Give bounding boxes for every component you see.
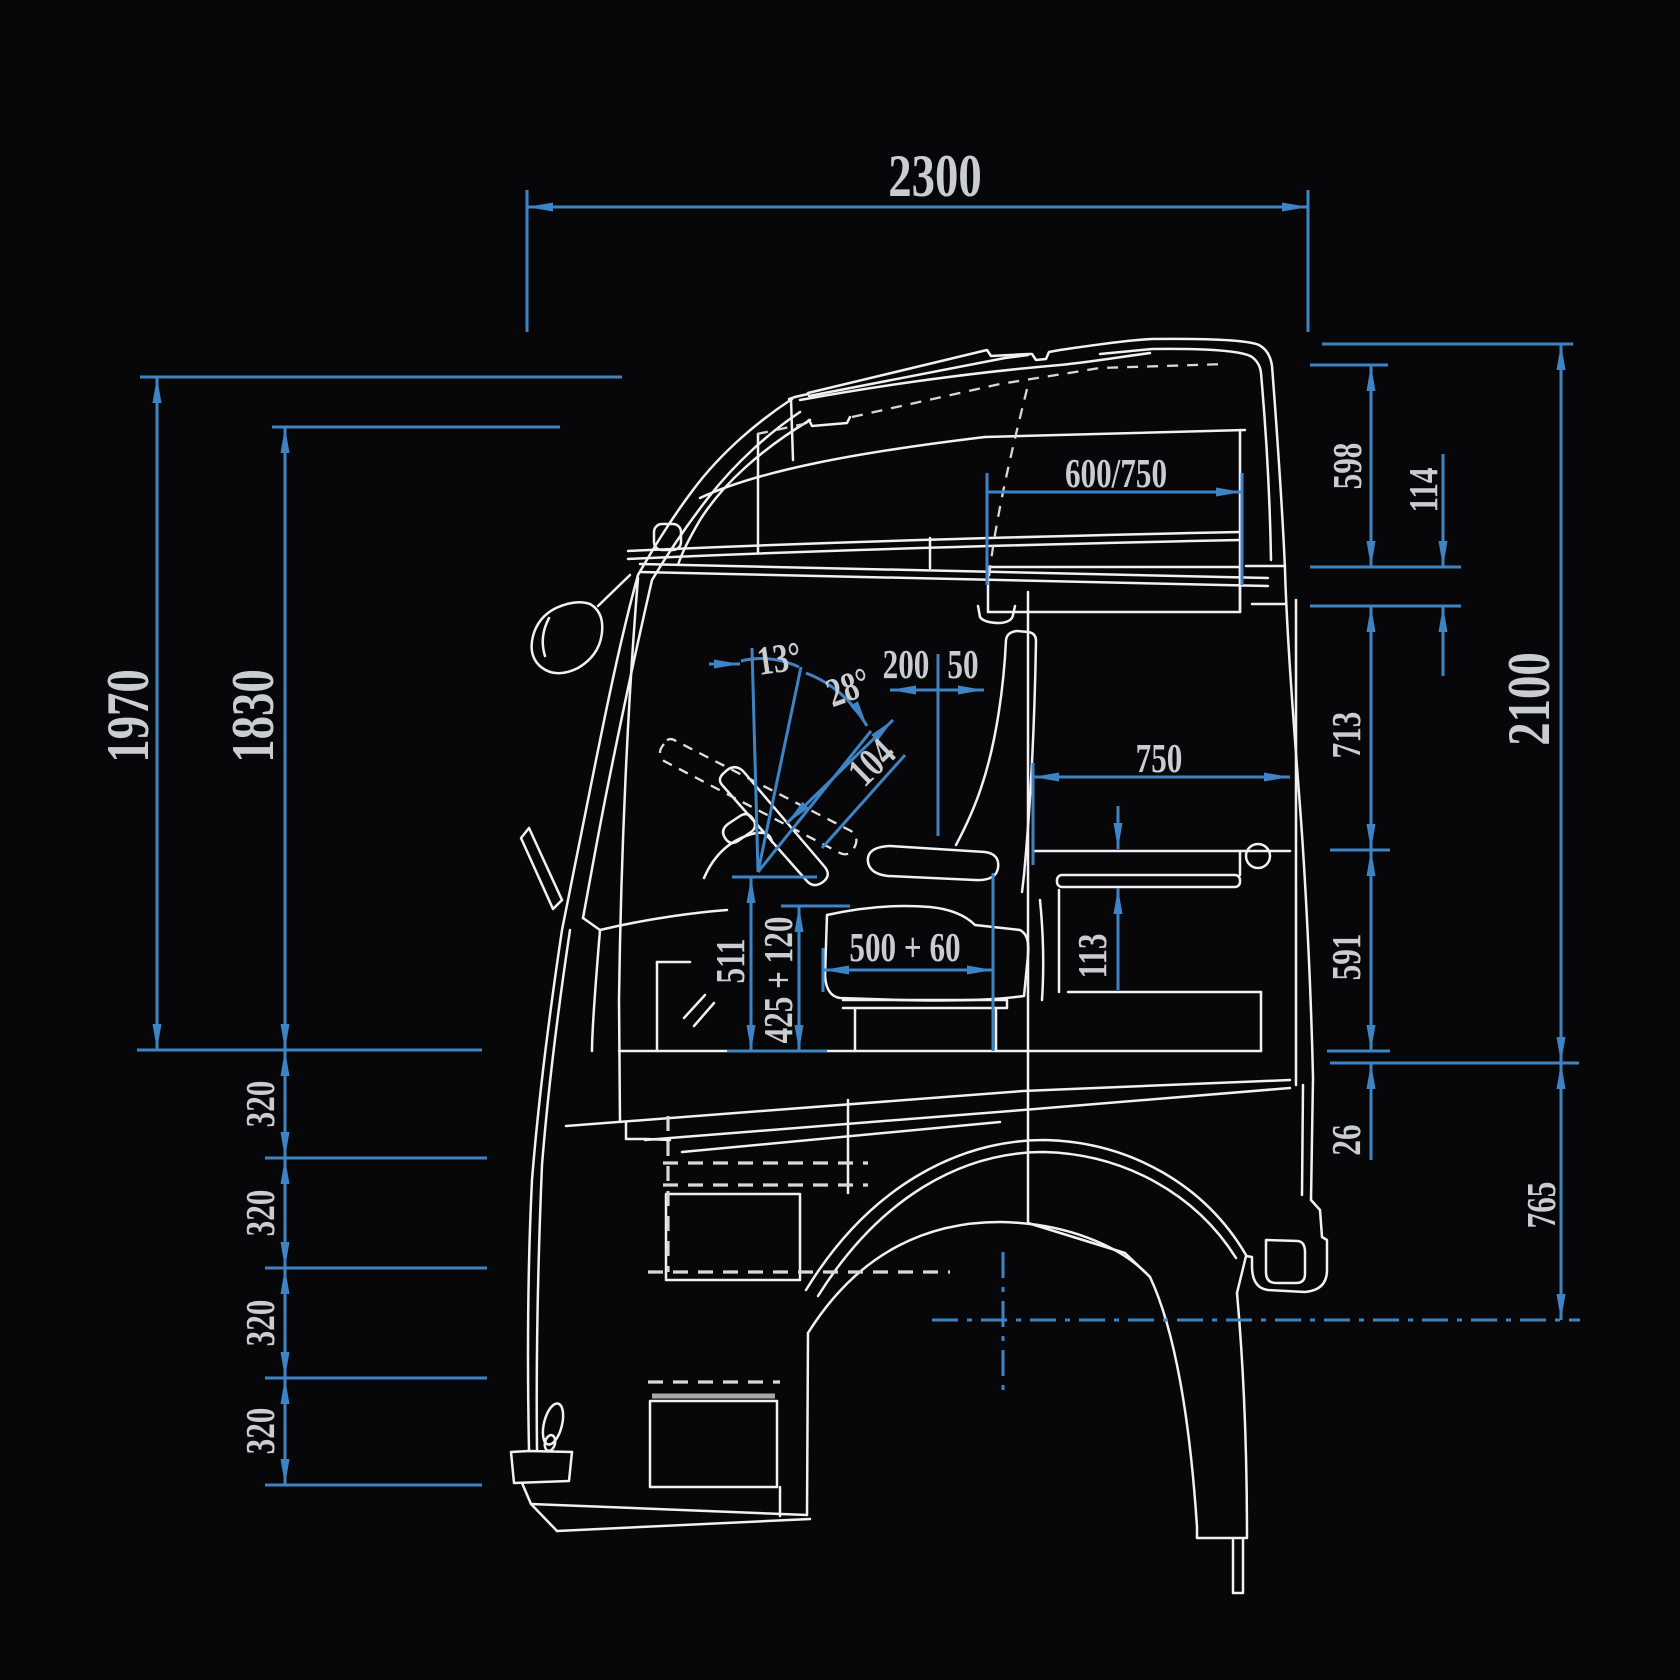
svg-text:320: 320 xyxy=(238,1300,283,1347)
svg-text:750: 750 xyxy=(1136,736,1183,781)
svg-text:600/750: 600/750 xyxy=(1065,451,1167,496)
svg-text:13°: 13° xyxy=(754,633,803,684)
svg-text:320: 320 xyxy=(238,1081,283,1128)
svg-text:50: 50 xyxy=(947,642,978,687)
svg-text:320: 320 xyxy=(238,1408,283,1455)
svg-text:1970: 1970 xyxy=(94,669,161,763)
svg-text:598: 598 xyxy=(1325,443,1370,490)
svg-text:26: 26 xyxy=(1324,1124,1369,1155)
svg-text:2100: 2100 xyxy=(1495,652,1562,746)
svg-text:765: 765 xyxy=(1519,1182,1564,1229)
svg-text:713: 713 xyxy=(1324,712,1369,759)
svg-text:114: 114 xyxy=(1401,467,1446,512)
svg-text:425 + 120: 425 + 120 xyxy=(756,917,801,1044)
svg-text:320: 320 xyxy=(238,1190,283,1237)
svg-text:500 + 60: 500 + 60 xyxy=(849,925,960,970)
svg-text:511: 511 xyxy=(708,938,753,983)
svg-text:113: 113 xyxy=(1070,933,1115,978)
svg-text:200: 200 xyxy=(883,642,930,687)
svg-text:1830: 1830 xyxy=(219,669,286,763)
svg-text:2300: 2300 xyxy=(888,142,982,209)
svg-text:591: 591 xyxy=(1324,934,1369,981)
